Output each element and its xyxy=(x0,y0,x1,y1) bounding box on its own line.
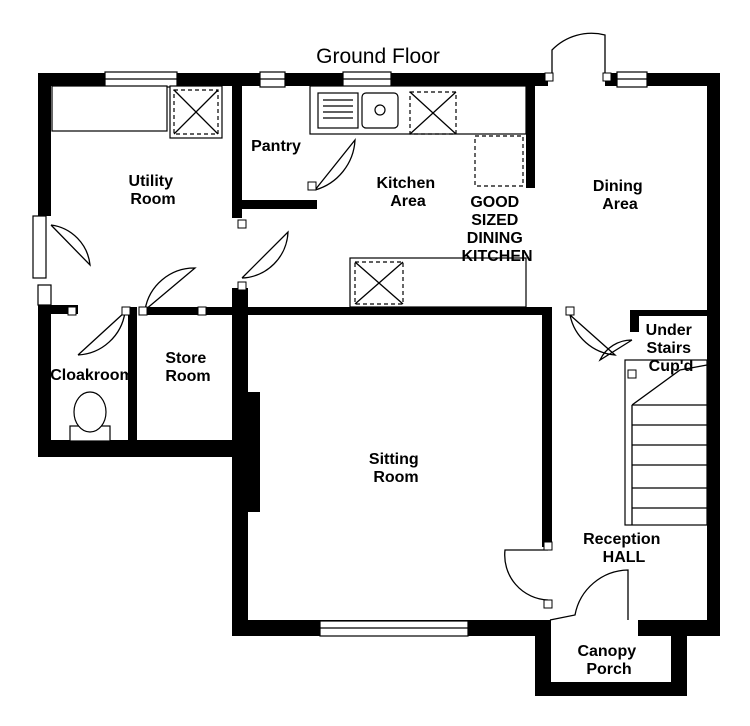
label-under-stairs: Under Stairs Cup'd xyxy=(646,322,697,375)
label-pantry: Pantry xyxy=(251,138,301,155)
fridge xyxy=(474,135,524,187)
plan-title: Ground Floor xyxy=(316,45,440,68)
walls xyxy=(38,73,720,696)
door-utility-side xyxy=(50,224,91,267)
window-utility-side xyxy=(32,215,47,279)
kitchen-worktop-lower xyxy=(349,257,527,308)
internal-walls xyxy=(38,86,707,547)
sink-drainer xyxy=(317,92,359,129)
wc-pan xyxy=(73,391,107,433)
window-cloak xyxy=(37,284,52,306)
label-kitchen-area: Kitchen Area xyxy=(376,175,439,210)
label-canopy-porch: Canopy Porch xyxy=(577,643,640,678)
windows xyxy=(32,71,648,637)
utility-worktop xyxy=(51,85,168,132)
room-labels: Utility Room Pantry Kitchen Area GOOD SI… xyxy=(50,138,697,678)
label-dining-area: Dining Area xyxy=(593,178,647,213)
label-reception-hall: Reception HALL xyxy=(583,531,665,566)
label-dining-kitchen: GOOD SIZED DINING KITCHEN xyxy=(461,194,532,265)
label-store-room: Store Room xyxy=(165,350,210,385)
fixtures xyxy=(51,85,708,526)
doors xyxy=(50,32,637,621)
label-utility-room: Utility Room xyxy=(129,173,178,208)
staircase xyxy=(624,359,708,526)
label-cloakroom: Cloakroom xyxy=(50,367,134,384)
label-sitting-room: Sitting Room xyxy=(369,451,423,486)
